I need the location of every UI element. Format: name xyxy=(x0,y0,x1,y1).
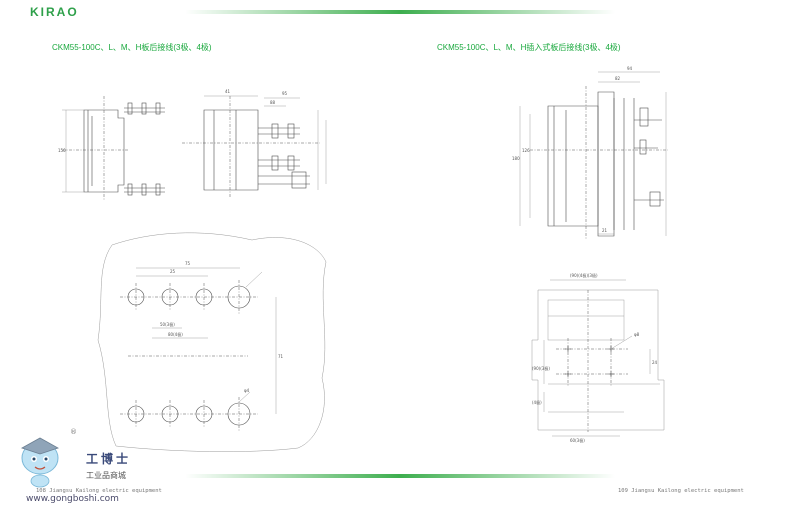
footer-right: 109 Jiangsu Kailong electric equipment xyxy=(618,488,744,494)
side-view-drawing: 41 95 88 xyxy=(182,89,327,198)
dim-cut-mid: 24 xyxy=(652,360,658,365)
left-section-title: CKM55-100C、L、M、H板后接线(3极、4极) xyxy=(52,43,212,52)
dim-plug-base: 21 xyxy=(602,228,608,233)
dim-hole-pitch: 25 xyxy=(170,269,176,274)
dim-hole-vertical: 71 xyxy=(278,354,284,359)
dim-hole-pitch-3p: 50(3极) xyxy=(160,321,175,327)
dim-plug-side: 126 xyxy=(522,148,530,153)
watermark-brand: 工博士 xyxy=(86,452,132,466)
hole-layout-drawing: 75 25 50(3极) 80(4极) 71 φ4 xyxy=(97,232,327,452)
dim-side-width: 41 xyxy=(225,89,231,94)
dim-plug-depth: 82 xyxy=(615,76,621,81)
watermark-url[interactable]: www.gongboshi.com xyxy=(26,494,119,504)
dim-hole-dia: φ4 xyxy=(244,388,250,393)
dim-side-depth: 88 xyxy=(270,100,276,105)
mascot-icon xyxy=(21,437,59,488)
dim-hole-pitch-4p: 80(4极) xyxy=(168,331,183,337)
right-section-title: CKM55-100C、L、M、H插入式板后接线(3极、4极) xyxy=(437,43,621,52)
dim-plug-height: 180 xyxy=(512,156,520,161)
company-logo: KIRAO xyxy=(30,5,79,19)
watermark-subtitle: 工业品商城 xyxy=(86,471,126,480)
dim-cut-top: (90)(4极)(3极) xyxy=(570,272,598,278)
footer-left: 108 Jiangsu Kailong electric equipment xyxy=(36,488,162,494)
front-view-drawing: 150 xyxy=(58,96,165,200)
dim-cut-bottom: 60(3极) xyxy=(570,437,585,443)
dim-side-total: 95 xyxy=(282,91,288,96)
dim-cut-left: (90)(3极) xyxy=(532,365,550,371)
footer-divider xyxy=(185,474,615,478)
watermark: ® 工博士 工业品商城 www.gongboshi.com xyxy=(8,428,183,510)
panel-cutout-drawing: (90)(4极)(3极) 60(3极) (90)(3极) (4极) φ8 24 xyxy=(531,272,665,443)
registered-mark: ® xyxy=(70,428,77,436)
dim-plug-width: 94 xyxy=(627,66,633,71)
plugin-side-view-drawing: 94 82 180 126 21 xyxy=(512,66,668,240)
dim-front-height: 150 xyxy=(58,148,66,153)
dim-cut-right: φ8 xyxy=(634,332,640,337)
dim-cut-left2: (4极) xyxy=(532,399,542,405)
header-divider xyxy=(185,10,615,14)
dim-hole-span: 75 xyxy=(185,261,191,266)
